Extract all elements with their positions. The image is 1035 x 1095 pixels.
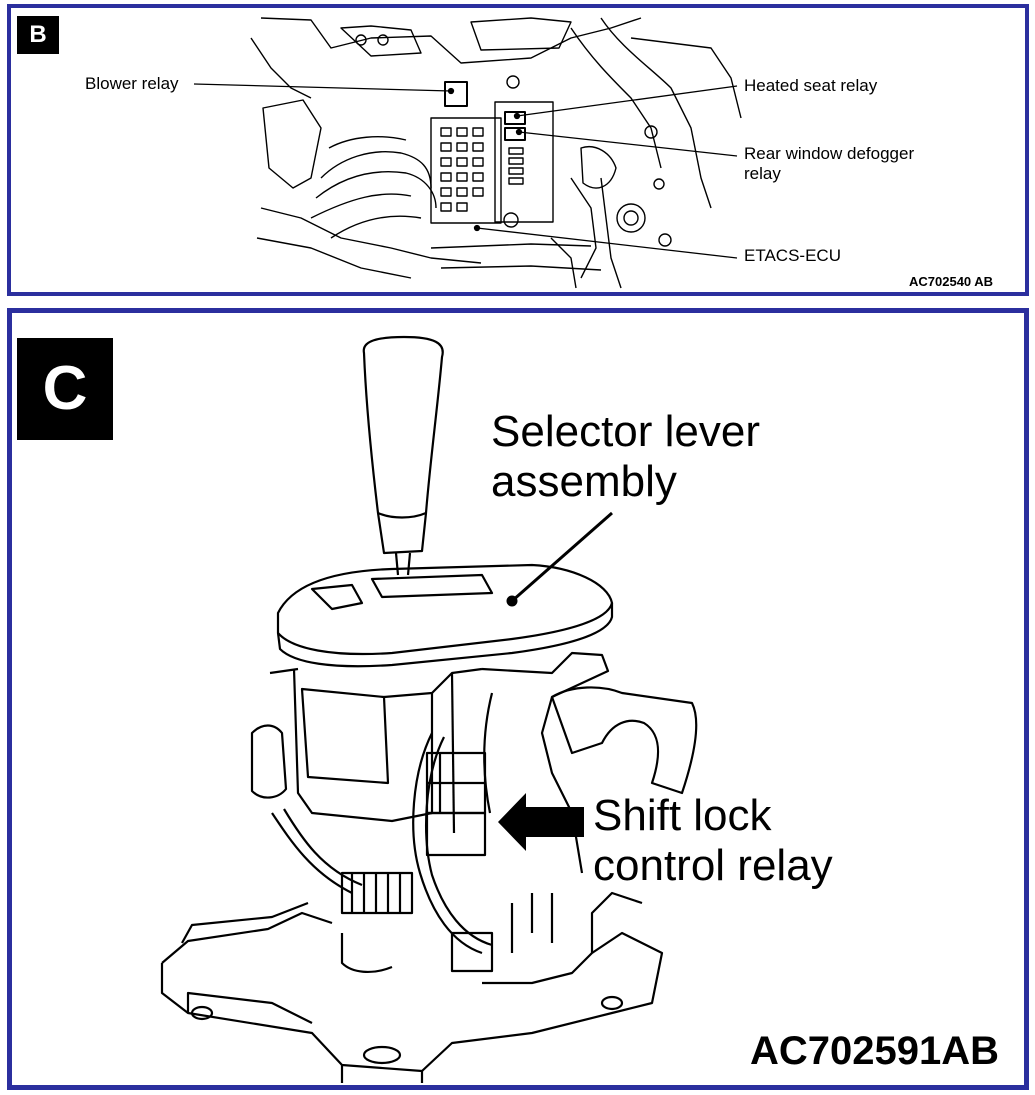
panel-c: C Selector lever assembly Shift lock con… — [7, 308, 1029, 1090]
shift-lock-control-relay-label-line2: control relay — [593, 841, 833, 890]
selector-lever-label-line1: Selector lever — [491, 407, 761, 456]
heated-seat-relay-label: Heated seat relay — [744, 76, 878, 95]
panel-c-badge: C — [17, 338, 113, 440]
shift-lock-control-relay-label-line1: Shift lock — [593, 791, 772, 840]
selector-lever-illustration — [160, 335, 698, 1083]
panel-b-badge: B — [17, 16, 59, 54]
rear-window-defogger-relay-label-line1: Rear window defogger — [744, 144, 915, 163]
panel-b-figure-code: AC702540 AB — [909, 274, 994, 289]
dashboard-relay-illustration — [193, 17, 742, 289]
blower-relay-label: Blower relay — [85, 74, 179, 93]
panel-c-figure-code: AC702591AB — [750, 1029, 1000, 1073]
rear-window-defogger-relay-label-line2: relay — [744, 164, 781, 183]
selector-lever-label-line2: assembly — [491, 457, 677, 506]
etacs-ecu-label: ETACS-ECU — [744, 246, 841, 265]
panel-b: B Blower relay Heated seat relay Rear wi… — [7, 4, 1029, 296]
